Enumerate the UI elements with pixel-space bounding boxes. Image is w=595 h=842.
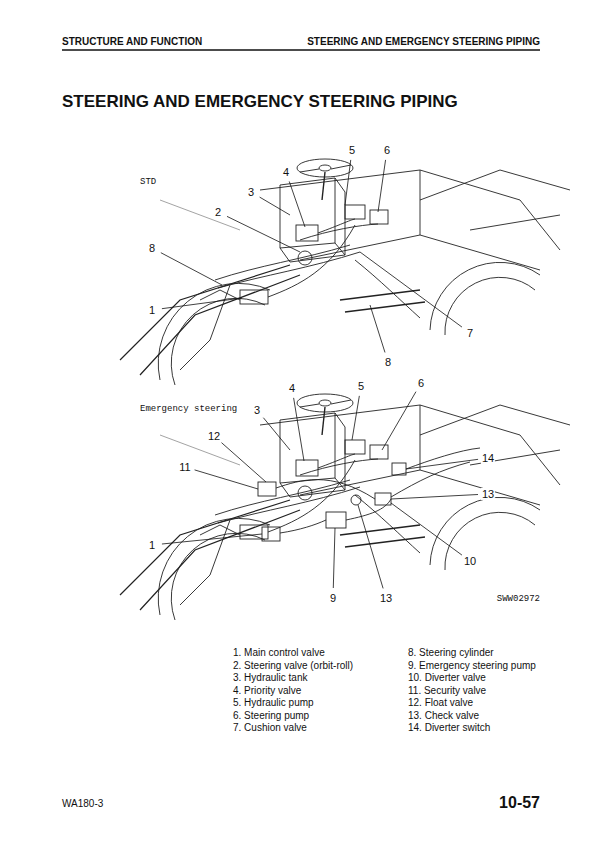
callout-number: 5	[348, 144, 356, 156]
parts-list-entry: 5. Hydraulic pump	[233, 697, 314, 708]
parts-list-entry: 14. Diverter switch	[408, 722, 490, 733]
leader-line	[382, 392, 416, 450]
callout-number: 11	[178, 461, 191, 473]
leader-line	[162, 534, 262, 544]
callout-number: 13	[481, 488, 495, 500]
parts-list-entry: 13. Check valve	[408, 709, 479, 720]
callout-number: 4	[288, 382, 296, 394]
parts-list-entry: 9. Emergency steering pump	[408, 659, 536, 670]
callout-number: 9	[329, 592, 337, 604]
leader-line	[294, 398, 304, 461]
leader-line	[227, 216, 300, 252]
callout-number: 2	[214, 206, 222, 218]
figure-caption: Emergency steering	[140, 405, 237, 415]
parts-list-entry: 1. Main control valve	[233, 647, 325, 658]
page-title: STEERING AND EMERGENCY STEERING PIPING	[62, 93, 458, 112]
leader-line	[391, 495, 478, 499]
callout-number: 6	[383, 144, 391, 156]
std-illustration	[120, 159, 570, 385]
leader-line	[221, 443, 266, 482]
leader-line	[333, 528, 335, 588]
leader-line	[161, 253, 222, 285]
figure-caption: SWW02972	[497, 595, 540, 605]
parts-list-entry: 2. Steering valve (orbit-roll)	[233, 659, 353, 670]
leader-line	[289, 181, 305, 227]
callout-number: 3	[247, 186, 255, 198]
leader-line	[358, 505, 383, 588]
parts-list-entry: 4. Priority valve	[233, 684, 301, 695]
emergency-piping	[258, 448, 480, 541]
callout-number: 1	[148, 539, 156, 551]
emergency-illustration	[120, 394, 570, 620]
leader-line	[352, 396, 359, 440]
callout-number: 6	[417, 377, 425, 389]
parts-list-entry: 3. Hydraulic tank	[233, 672, 307, 683]
page-header: STEERING AND EMERGENCY STEERING PIPING	[307, 36, 540, 47]
parts-list-entry: 12. Float valve	[408, 697, 473, 708]
model-number: WA180-3	[62, 798, 103, 809]
callout-number: 12	[207, 430, 221, 442]
callout-number: 7	[466, 327, 474, 339]
callout-number: 8	[148, 242, 156, 254]
leader-line	[360, 252, 462, 327]
leader-line	[162, 298, 242, 309]
parts-list-entry: 10. Diverter valve	[408, 672, 486, 683]
callout-number: 3	[253, 404, 261, 416]
page-header: STRUCTURE AND FUNCTION	[62, 36, 202, 47]
parts-list-entry: 6. Steering pump	[233, 709, 309, 720]
callout-number: 10	[463, 555, 477, 567]
parts-list-entry: 7. Cushion valve	[233, 722, 307, 733]
callout-number: 8	[384, 356, 392, 368]
leader-line	[345, 160, 351, 205]
header-rule	[62, 49, 540, 51]
leader-line	[378, 160, 386, 212]
parts-list-entry: 11. Security valve	[408, 684, 486, 695]
callout-number: 4	[282, 166, 290, 178]
leader-line	[406, 459, 478, 469]
callout-number: 5	[357, 380, 365, 392]
page-number: 10-57	[499, 794, 540, 812]
figure-caption: STD	[140, 178, 156, 188]
leader-line	[370, 305, 385, 352]
leader-line	[260, 197, 290, 215]
callout-number: 13	[379, 592, 393, 604]
callout-number: 1	[148, 304, 156, 316]
leader-line	[263, 418, 290, 450]
callout-number: 14	[481, 452, 495, 464]
leader-line	[391, 503, 462, 555]
parts-list-entry: 8. Steering cylinder	[408, 647, 494, 658]
leader-line	[195, 470, 258, 489]
